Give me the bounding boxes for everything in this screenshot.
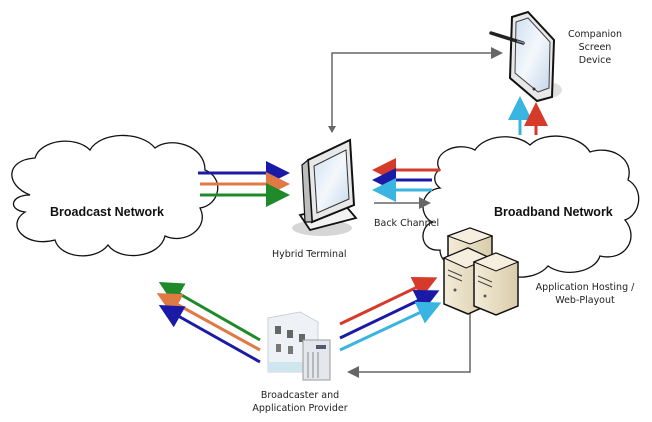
- arrow-broadcaster-to-broadcast-green: [158, 282, 261, 342]
- connector-terminal-companion: [331, 47, 503, 132]
- broadcast-network-label: Broadcast Network: [50, 205, 164, 219]
- hybrid-terminal-label: Hybrid Terminal: [272, 249, 347, 260]
- companion-label-line: Screen: [578, 42, 612, 53]
- hybrid-terminal-icon: [292, 138, 358, 236]
- broadcaster-label: Broadcaster and Application Provider: [235, 389, 365, 415]
- broadcaster-label-line: Application Provider: [252, 403, 348, 414]
- app-hosting-label-line: Application Hosting /: [535, 282, 635, 293]
- companion-label-line: Companion: [567, 29, 623, 40]
- connector-terminal-arrowhead: [328, 126, 336, 133]
- arrow-broadcaster-to-hosting-blue: [339, 289, 440, 340]
- companion-label-line: Device: [578, 55, 612, 66]
- arrow-broadcaster-to-hosting-cyan: [339, 301, 442, 352]
- connector-hosting-broadcaster: [347, 300, 471, 378]
- back-channel-label: Back Channel: [374, 218, 440, 229]
- app-hosting-label-line: Web-Playout: [555, 295, 615, 306]
- broadcaster-label-line: Broadcaster and: [260, 390, 340, 401]
- companion-device-label: Companion Screen Device: [560, 28, 630, 67]
- broadcaster-building-icon: [267, 311, 331, 381]
- application-server-icon: [442, 227, 520, 316]
- arrow-broadcaster-to-broadcast-blue: [158, 305, 261, 364]
- broadcast-network-cloud: [11, 134, 219, 257]
- app-hosting-label: Application Hosting / Web-Playout: [530, 281, 640, 307]
- companion-device-icon: [489, 10, 562, 103]
- arrow-broadcaster-to-broadcast-orange: [156, 293, 261, 352]
- arrow-broadcaster-to-hosting-red: [339, 276, 438, 326]
- broadband-network-label: Broadband Network: [494, 205, 613, 219]
